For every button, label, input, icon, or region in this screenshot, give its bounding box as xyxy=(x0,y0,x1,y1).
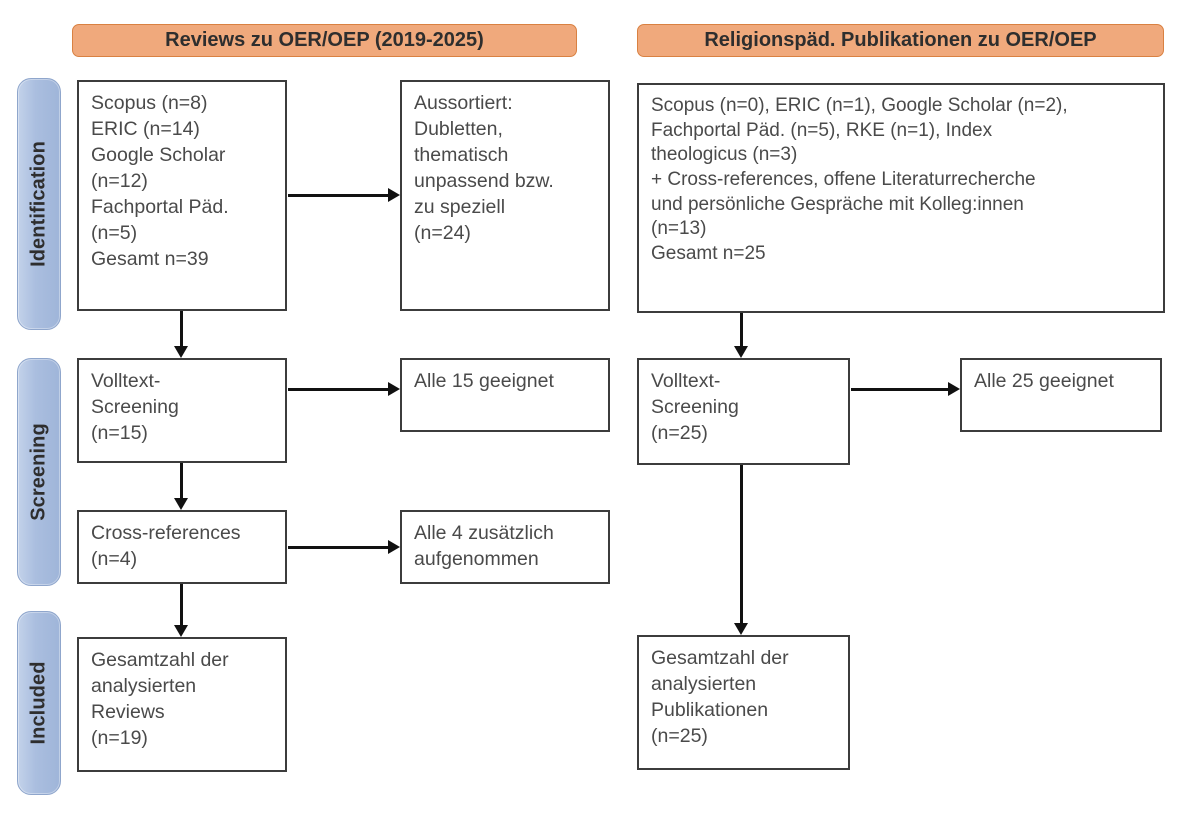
box-right-included-total: Gesamtzahl der analysierten Publikatione… xyxy=(637,635,850,770)
box-left-included-total: Gesamtzahl der analysierten Reviews (n=1… xyxy=(77,637,287,772)
connector-left-fulltext-to-crossrefs xyxy=(180,463,183,498)
column-header-religionspaed-label: Religionspäd. Publikationen zu OER/OEP xyxy=(704,29,1097,51)
column-header-reviews: Reviews zu OER/OEP (2019-2025) xyxy=(72,24,577,57)
arrowhead-left-crossrefs-to-added xyxy=(388,540,400,554)
phase-label-screening: Screening xyxy=(27,423,50,521)
connector-right-fulltext-to-included xyxy=(740,465,743,623)
box-right-screening-fulltext: Volltext- Screening (n=25) xyxy=(637,358,850,465)
arrowhead-left-sources-to-excluded xyxy=(388,188,400,202)
arrowhead-right-fulltext-to-suitable xyxy=(948,382,960,396)
arrowhead-left-fulltext-to-suitable xyxy=(388,382,400,396)
box-right-screening-suitable: Alle 25 geeignet xyxy=(960,358,1162,432)
arrowhead-left-crossrefs-to-included xyxy=(174,625,188,637)
connector-left-crossrefs-to-included xyxy=(180,584,183,625)
box-right-identification-sources: Scopus (n=0), ERIC (n=1), Google Scholar… xyxy=(637,83,1165,313)
box-left-identification-sources: Scopus (n=8) ERIC (n=14) Google Scholar … xyxy=(77,80,287,311)
column-header-religionspaed: Religionspäd. Publikationen zu OER/OEP xyxy=(637,24,1164,57)
arrowhead-right-sources-to-fulltext xyxy=(734,346,748,358)
box-left-screening-crossrefs: Cross-references (n=4) xyxy=(77,510,287,584)
connector-left-crossrefs-to-added xyxy=(288,546,388,549)
connector-left-sources-to-excluded xyxy=(288,194,388,197)
arrowhead-left-sources-to-fulltext xyxy=(174,346,188,358)
phase-pill-included: Included xyxy=(17,611,61,795)
arrowhead-right-fulltext-to-included xyxy=(734,623,748,635)
connector-left-fulltext-to-suitable xyxy=(288,388,388,391)
phase-label-included: Included xyxy=(27,661,50,745)
arrowhead-left-fulltext-to-crossrefs xyxy=(174,498,188,510)
phase-pill-identification: Identification xyxy=(17,78,61,330)
box-left-screening-fulltext: Volltext- Screening (n=15) xyxy=(77,358,287,463)
phase-pill-screening: Screening xyxy=(17,358,61,586)
box-left-screening-suitable: Alle 15 geeignet xyxy=(400,358,610,432)
column-header-reviews-label: Reviews zu OER/OEP (2019-2025) xyxy=(165,29,484,51)
box-left-identification-excluded: Aussortiert: Dubletten, thematisch unpas… xyxy=(400,80,610,311)
phase-label-identification: Identification xyxy=(27,141,50,267)
box-left-screening-crossrefs-added: Alle 4 zusätzlich aufgenommen xyxy=(400,510,610,584)
connector-left-sources-to-fulltext xyxy=(180,311,183,346)
connector-right-sources-to-fulltext xyxy=(740,313,743,346)
connector-right-fulltext-to-suitable xyxy=(851,388,948,391)
